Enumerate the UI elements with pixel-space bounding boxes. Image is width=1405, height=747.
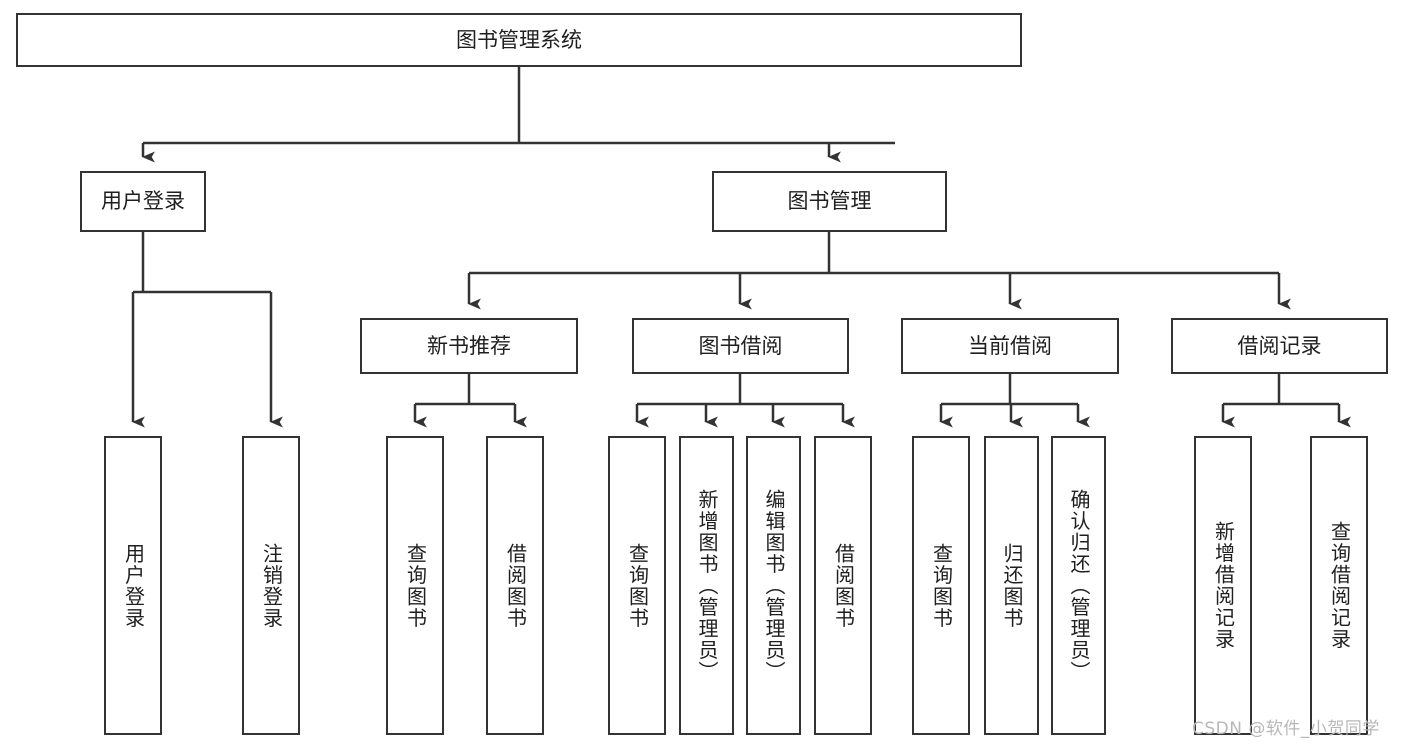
node-book-manage-label: 图书管理	[787, 189, 872, 214]
node-leaf-user-login[interactable]: 用户登录	[104, 436, 162, 735]
node-leaf-add-book-admin-label: 新增图书（管理员）	[695, 488, 719, 683]
node-leaf-borrow-book-rec[interactable]: 借阅图书	[486, 436, 544, 735]
node-leaf-query-book-rec-label: 查询图书	[403, 542, 428, 629]
node-leaf-edit-book-admin-label: 编辑图书（管理员）	[762, 488, 786, 683]
node-leaf-edit-book-admin[interactable]: 编辑图书（管理员）	[746, 436, 801, 735]
node-leaf-query-borrow-record-label: 查询借阅记录	[1327, 521, 1352, 650]
node-book-borrow-label: 图书借阅	[698, 333, 783, 358]
node-leaf-add-borrow-record[interactable]: 新增借阅记录	[1194, 436, 1252, 735]
node-borrow-record-label: 借阅记录	[1237, 333, 1322, 358]
csdn-watermark: CSDN @软件_小贺同学	[1192, 719, 1380, 739]
node-new-book-rec[interactable]: 新书推荐	[360, 318, 578, 374]
node-leaf-confirm-return-admin-label: 确认归还（管理员）	[1067, 488, 1091, 683]
node-leaf-user-login-label: 用户登录	[121, 542, 146, 629]
node-leaf-add-book-admin[interactable]: 新增图书（管理员）	[679, 436, 734, 735]
node-leaf-add-borrow-record-label: 新增借阅记录	[1211, 521, 1236, 650]
node-leaf-query-book-borrow-label: 查询图书	[625, 542, 650, 629]
node-leaf-query-book-cur-label: 查询图书	[929, 542, 954, 629]
node-book-borrow[interactable]: 图书借阅	[632, 318, 849, 374]
node-leaf-return-book[interactable]: 归还图书	[984, 436, 1039, 735]
node-leaf-user-logout-label: 注销登录	[259, 542, 284, 629]
node-leaf-confirm-return-admin[interactable]: 确认归还（管理员）	[1051, 436, 1106, 735]
node-user-login-label: 用户登录	[101, 189, 185, 214]
node-leaf-borrow-book-rec-label: 借阅图书	[503, 542, 528, 629]
node-leaf-user-logout[interactable]: 注销登录	[242, 436, 300, 735]
node-leaf-query-borrow-record[interactable]: 查询借阅记录	[1310, 436, 1368, 735]
node-leaf-query-book-borrow[interactable]: 查询图书	[608, 436, 666, 735]
node-leaf-query-book-rec[interactable]: 查询图书	[386, 436, 444, 735]
node-current-borrow[interactable]: 当前借阅	[901, 318, 1119, 374]
node-leaf-query-book-cur[interactable]: 查询图书	[912, 436, 970, 735]
node-leaf-return-book-label: 归还图书	[1000, 542, 1024, 629]
node-current-borrow-label: 当前借阅	[968, 333, 1052, 358]
node-root-label: 图书管理系统	[456, 27, 582, 52]
node-book-manage[interactable]: 图书管理	[712, 171, 947, 232]
node-user-login[interactable]: 用户登录	[80, 171, 206, 232]
node-root[interactable]: 图书管理系统	[16, 13, 1022, 67]
node-new-book-rec-label: 新书推荐	[427, 333, 511, 358]
node-leaf-borrow-book-label: 借阅图书	[831, 542, 856, 629]
node-leaf-borrow-book[interactable]: 借阅图书	[814, 436, 872, 735]
node-borrow-record[interactable]: 借阅记录	[1171, 318, 1388, 374]
